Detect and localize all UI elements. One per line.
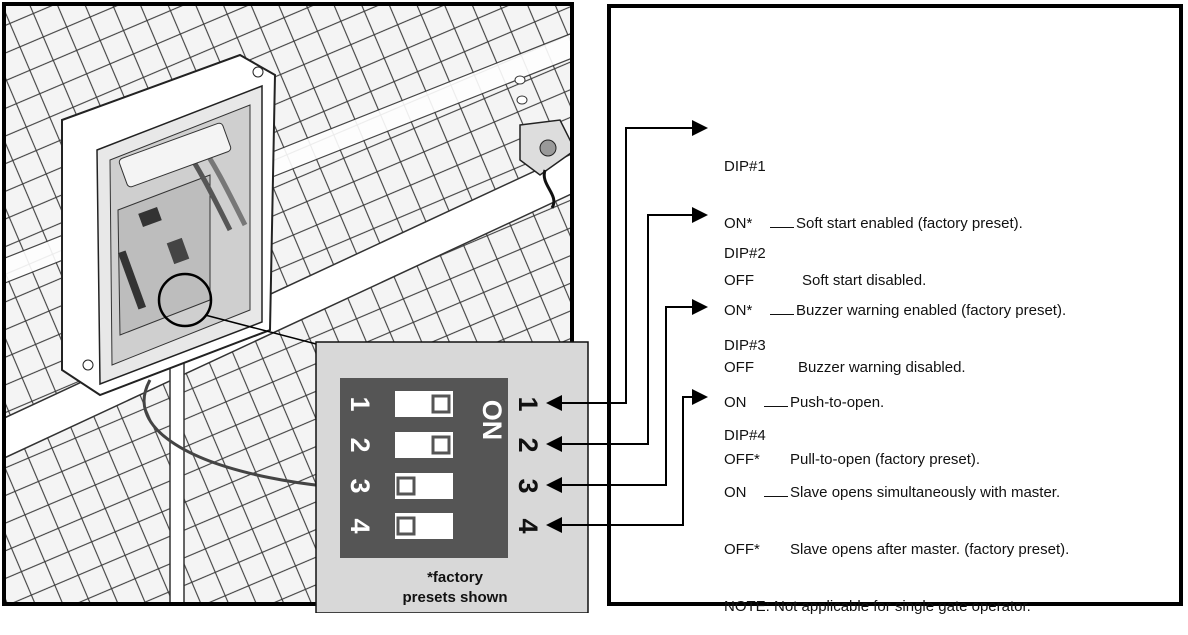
- fence-illustration: [4, 4, 572, 604]
- arrowhead-dip1-icon: [692, 120, 708, 136]
- option-state: OFF: [724, 359, 754, 376]
- arrowhead-dip2-icon: [692, 207, 708, 223]
- option-rule: [770, 214, 794, 228]
- option-description: Buzzer warning disabled.: [798, 359, 966, 376]
- option-state: ON*: [724, 302, 753, 319]
- arrowhead-switch3-icon: [546, 477, 562, 493]
- option-state: OFF*: [724, 541, 760, 558]
- switch-number-right-1: 1: [513, 396, 543, 411]
- dip4-on-row: ON Slave opens simultaneously with master…: [724, 483, 1069, 502]
- switch-number-right-2: 2: [513, 437, 543, 452]
- connector-line-dip2: [550, 214, 695, 445]
- option-description: Push-to-open.: [790, 394, 885, 411]
- dip2-title: DIP#2: [724, 245, 766, 262]
- option-description: Soft start enabled (factory preset).: [796, 215, 1023, 232]
- switch-number-left-2: 2: [345, 437, 375, 452]
- connector-line-dip4: [550, 396, 695, 526]
- dip1-title: DIP#1: [724, 158, 766, 175]
- option-state: ON*: [724, 215, 753, 232]
- dip-switch-2-knob: [431, 435, 451, 455]
- fence-post-icon: [169, 329, 185, 604]
- dip1-off-row: OFF Soft start disabled.: [724, 271, 1023, 290]
- description-frame: [607, 4, 1183, 606]
- option-description: Pull-to-open (factory preset).: [790, 451, 981, 468]
- arrowhead-switch1-icon: [546, 395, 562, 411]
- switch-number-left-1: 1: [345, 396, 375, 411]
- option-description: Soft start disabled.: [802, 272, 927, 289]
- option-description: Slave opens simultaneously with master.: [790, 484, 1061, 501]
- hinge-bracket-icon: [514, 75, 572, 209]
- dip4-description: DIP#4 ON Slave opens simultaneously with …: [724, 388, 1069, 635]
- dip-switch-diagram: ON 1 2 3 4 1 2 3 4: [2, 2, 1183, 613]
- dip3-off-row: OFF* Pull-to-open (factory preset).: [724, 450, 980, 469]
- footnote-line-2: presets shown: [402, 589, 508, 606]
- dip-switch-3-knob: [396, 476, 416, 496]
- dip-switch-1-knob: [431, 394, 451, 414]
- option-rule: [764, 483, 788, 497]
- dip-switch-4-knob: [396, 516, 416, 536]
- illustration-frame: [2, 2, 574, 606]
- dip2-off-row: OFF Buzzer warning disabled.: [724, 358, 1066, 377]
- arrowhead-dip3-icon: [692, 299, 708, 315]
- option-state: ON: [724, 394, 747, 411]
- dip2-description: DIP#2 ON* Buzzer warning enabled (factory…: [724, 206, 1066, 396]
- dip3-title: DIP#3: [724, 337, 766, 354]
- connector-arrows: [550, 127, 695, 526]
- switch-number-left-3: 3: [345, 478, 375, 493]
- dip1-on-row: ON* Soft start enabled (factory preset).: [724, 214, 1023, 233]
- option-state: OFF: [724, 272, 754, 289]
- arrowhead-switch4-icon: [546, 517, 562, 533]
- dip2-on-row: ON* Buzzer warning enabled (factory prese…: [724, 301, 1066, 320]
- dip3-on-row: ON Push-to-open.: [724, 393, 980, 412]
- zoom-circle-icon: [157, 272, 321, 346]
- dip1-description: DIP#1 ON* Soft start enabled (factory pre…: [724, 119, 1023, 309]
- control-box-enclosure-icon: [61, 53, 277, 397]
- dip4-title: DIP#4: [724, 427, 766, 444]
- arrowhead-switch2-icon: [546, 436, 562, 452]
- option-rule: [764, 393, 788, 407]
- on-label: ON: [477, 400, 507, 441]
- dip-switch-panel: ON 1 2 3 4 1 2 3 4: [315, 341, 589, 613]
- switch-number-right-4: 4: [513, 518, 543, 533]
- arrowheads: [546, 120, 708, 533]
- connector-line-dip3: [550, 306, 695, 486]
- dip3-description: DIP#3 ON Push-to-open. OFF* Pull-to-open (…: [724, 298, 980, 488]
- switch-number-left-4: 4: [345, 518, 375, 533]
- dip4-off-row: OFF* Slave opens after master. (factory p…: [724, 540, 1069, 559]
- option-rule: [770, 301, 794, 315]
- dip4-note: NOTE: Not applicable for single gate ope…: [724, 598, 1031, 615]
- option-state: ON: [724, 484, 747, 501]
- footnote-line-1: *factory: [427, 569, 483, 586]
- option-state: OFF*: [724, 451, 760, 468]
- switch-number-right-3: 3: [513, 478, 543, 493]
- connector-line-dip1: [550, 127, 695, 404]
- option-description: Slave opens after master. (factory prese…: [790, 541, 1070, 558]
- option-description: Buzzer warning enabled (factory preset).: [796, 302, 1067, 319]
- arrowhead-dip4-icon: [692, 389, 708, 405]
